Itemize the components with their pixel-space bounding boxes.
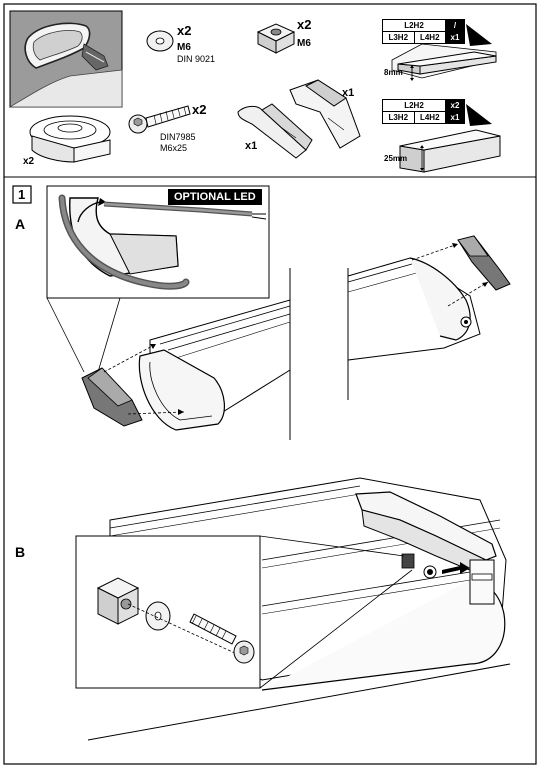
assembly-arrows-a-right xyxy=(411,243,489,307)
callout-leader-b2 xyxy=(259,569,413,689)
bolt-part xyxy=(128,105,191,134)
bolt-size: M6x25 xyxy=(160,143,188,153)
thick-thickness: 25mm xyxy=(384,154,408,163)
end-cap-left-qty: x1 xyxy=(245,140,258,152)
end-cap-right-part xyxy=(289,79,361,149)
led-detail-callout xyxy=(46,185,270,299)
cushion-roll-part xyxy=(29,115,111,163)
profile-left-end xyxy=(138,299,291,431)
fastener-detail-callout xyxy=(75,535,261,689)
step-number-box xyxy=(12,185,32,204)
washer-qty: x2 xyxy=(177,23,192,38)
callout-leader-right xyxy=(97,297,121,373)
thin-row2-model-a: L3H2 xyxy=(382,31,415,44)
table-pointer-thick xyxy=(466,104,492,126)
thick-row2-model-b: L4H2 xyxy=(413,111,446,124)
spacer-table-thick: L2H2 x2 L3H2 L4H2 x1 xyxy=(382,99,465,124)
thick-row2-qty: x1 xyxy=(445,111,465,124)
arrowhead-a2 xyxy=(178,409,184,415)
nut-size: M6 xyxy=(297,38,311,49)
end-cap-right-qty: x1 xyxy=(342,87,355,99)
thin-row2-model-b: L4H2 xyxy=(413,31,446,44)
step-number: 1 xyxy=(18,187,26,202)
thickness-arrow-thick xyxy=(420,145,424,171)
arrowhead-a3 xyxy=(452,243,458,248)
end-cap-left-part xyxy=(237,103,313,159)
thin-row1-model: L2H2 xyxy=(382,19,446,32)
callout-leader-left xyxy=(46,297,85,373)
thin-spacer-part xyxy=(391,43,497,79)
spacer-table-thin: L2H2 / L3H2 L4H2 x1 xyxy=(382,19,465,44)
substep-a-label: A xyxy=(15,216,26,232)
thickness-arrow-thin xyxy=(410,65,414,81)
page-border xyxy=(3,3,537,765)
thick-row2-model-a: L3H2 xyxy=(382,111,415,124)
thick-row1-model: L2H2 xyxy=(382,99,446,112)
thin-row1-qty: / xyxy=(445,19,465,32)
washer-standard: DIN 9021 xyxy=(177,54,216,64)
thin-thickness: 8mm xyxy=(384,68,403,77)
assembly-arrows-a-left xyxy=(103,343,185,415)
callout-leader-b1 xyxy=(259,535,405,557)
optional-led-tag: OPTIONAL LED xyxy=(168,189,262,206)
thick-row1-qty: x2 xyxy=(445,99,465,112)
arrowhead-a4 xyxy=(482,282,488,287)
thick-spacer-part xyxy=(399,129,501,173)
end-cap-left-install xyxy=(81,367,143,427)
substep-b-label: B xyxy=(15,544,26,560)
cushion-qty: x2 xyxy=(23,156,35,167)
awning-photo xyxy=(8,10,123,108)
nut-qty: x2 xyxy=(297,17,312,32)
mounting-bracket-b xyxy=(355,491,497,605)
profile-right-end xyxy=(347,257,481,361)
table-pointer-thin xyxy=(466,24,492,46)
washer-size: M6 xyxy=(177,42,191,53)
washer-part xyxy=(146,30,174,52)
square-nut-part xyxy=(256,23,296,54)
end-cap-right-install xyxy=(457,235,511,291)
bolt-qty: x2 xyxy=(192,102,207,117)
arrowhead-a1 xyxy=(150,344,156,349)
bolt-standard: DIN7985 xyxy=(160,132,196,142)
thin-row2-qty: x1 xyxy=(445,31,465,44)
